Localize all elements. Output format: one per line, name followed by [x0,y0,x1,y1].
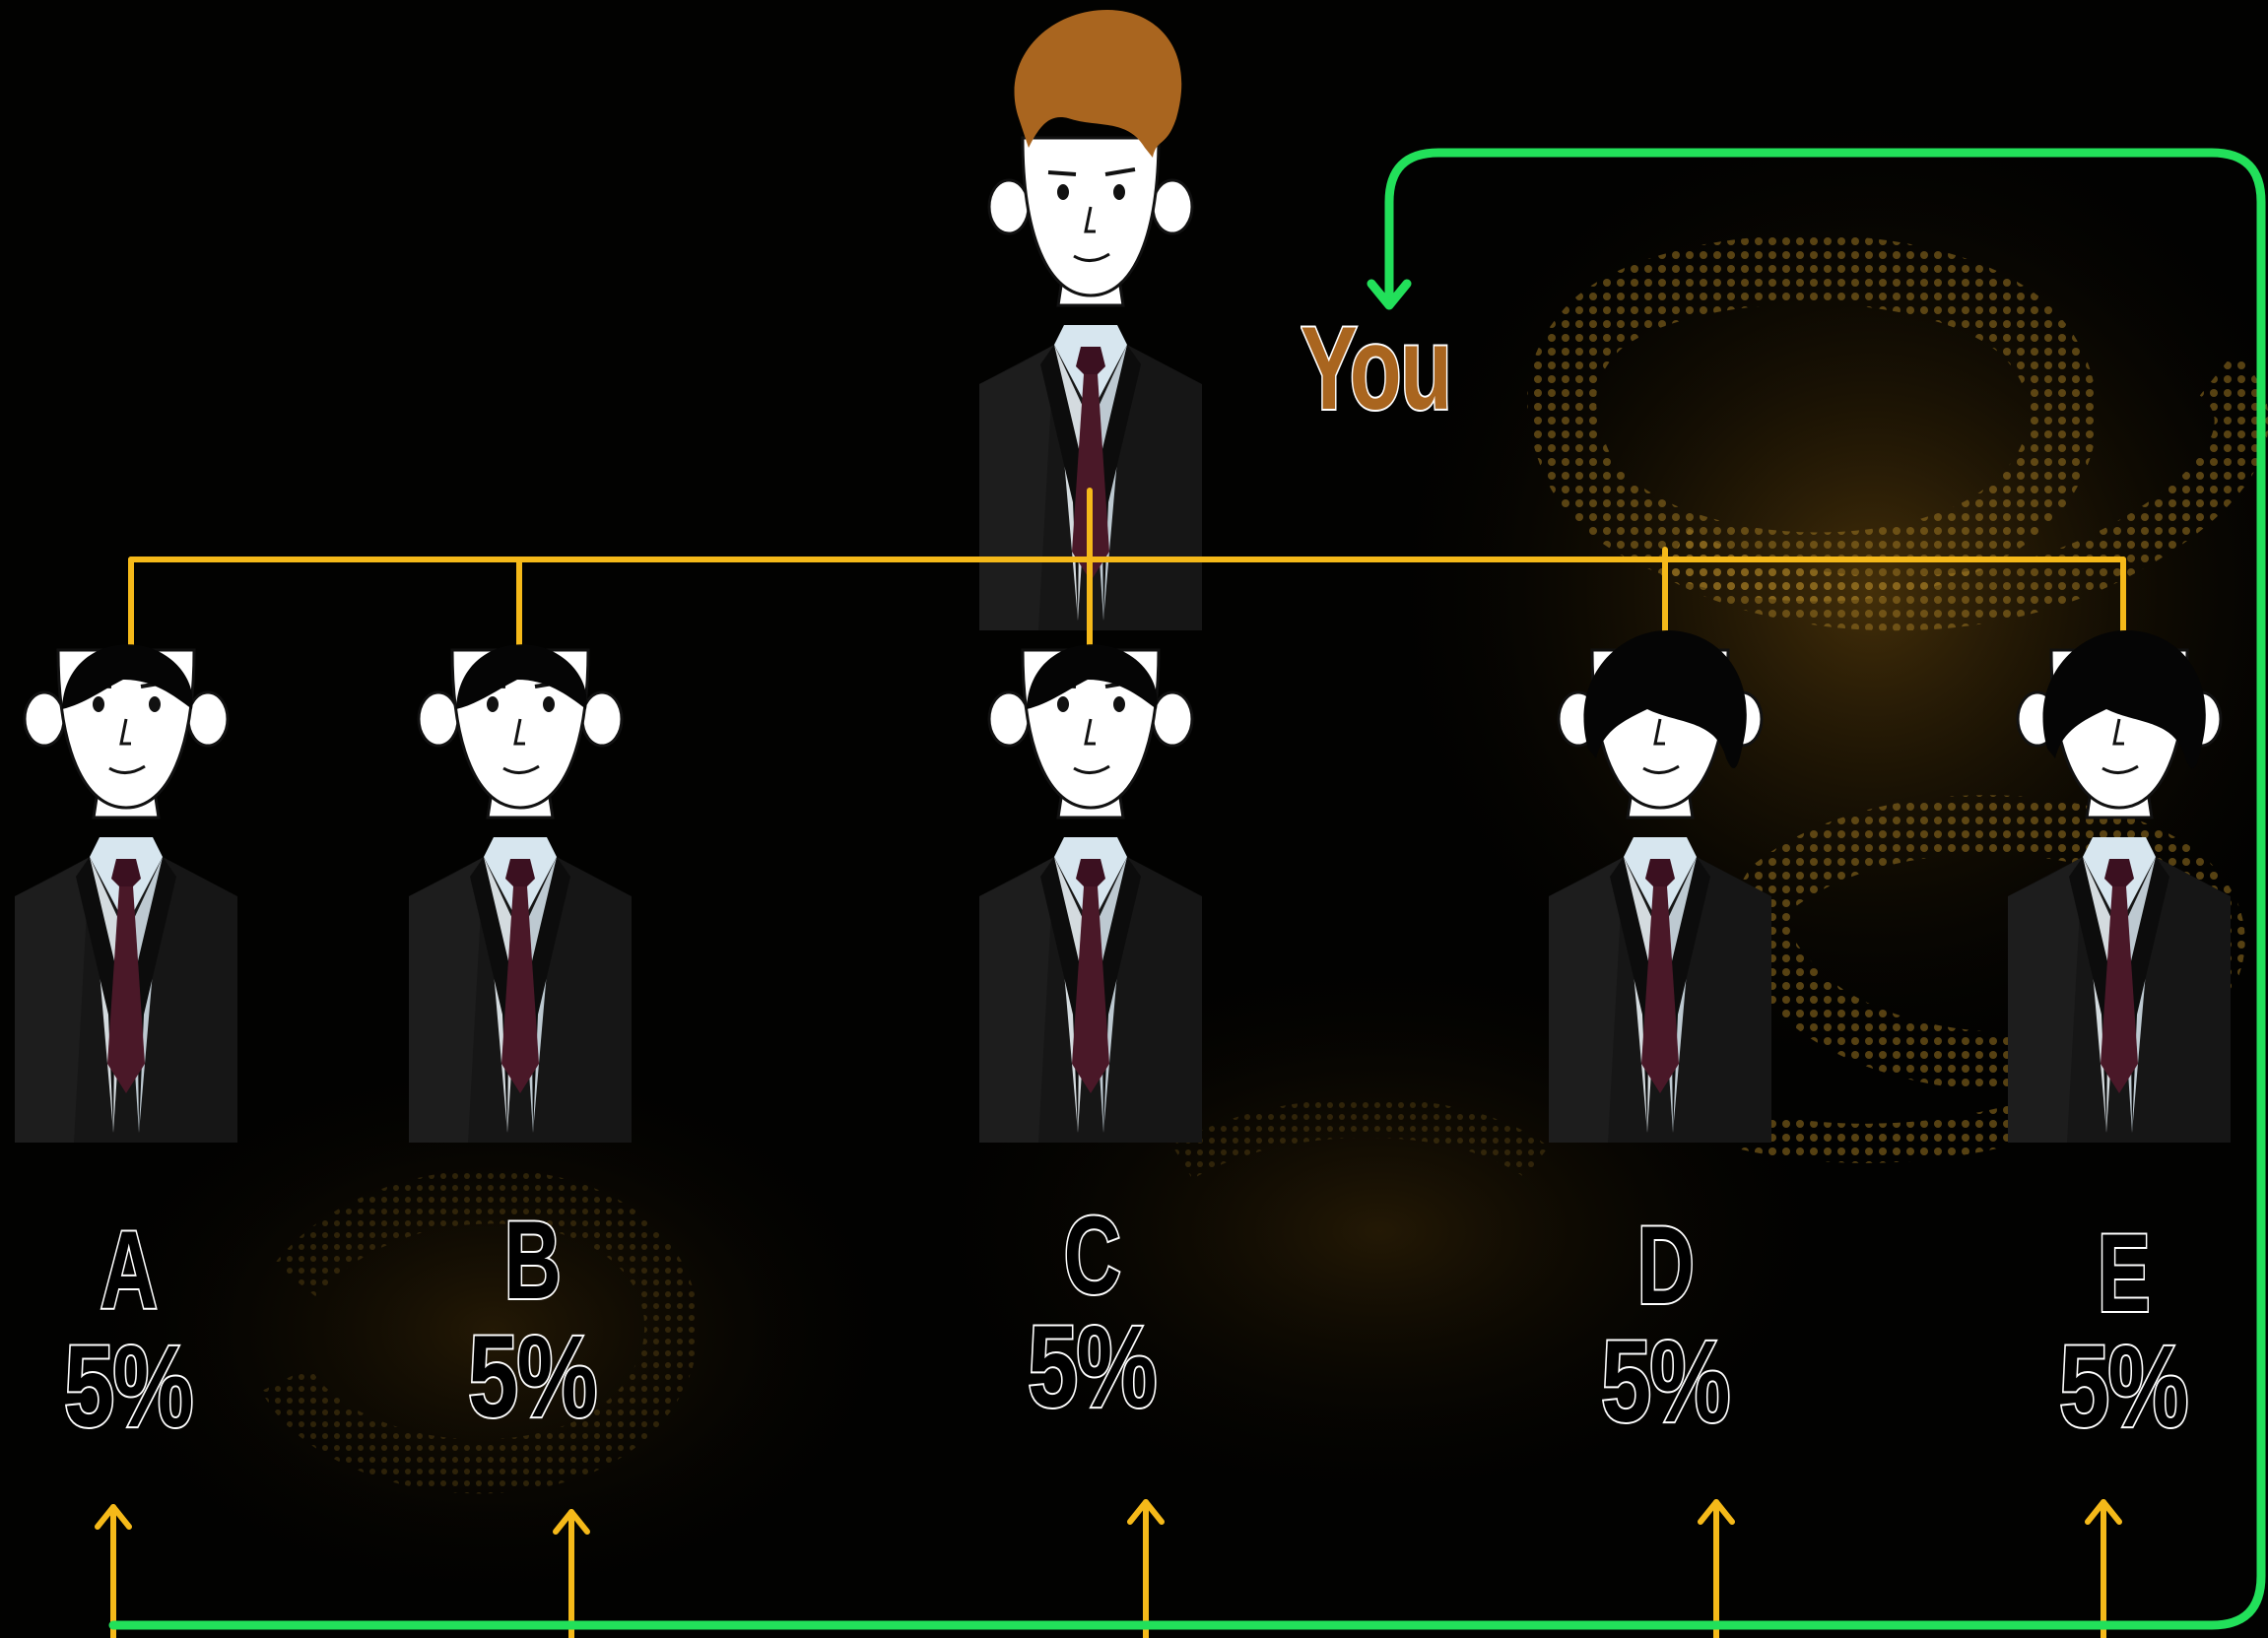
member-letter-e: E [2096,1210,2152,1337]
arrow-up-icon [1127,1499,1165,1638]
arrow-up-icon [1698,1499,1735,1638]
member-letter-b: B [502,1197,563,1324]
black-hair-icon [62,644,193,709]
member-percent-e: 5% [2057,1320,2190,1454]
member-percent-c: 5% [1026,1300,1159,1434]
businessman-avatar-icon [15,644,237,1143]
member-percent-d: 5% [1599,1315,1732,1449]
member-letter-c: C [1062,1192,1122,1319]
member-percent-a: 5% [62,1320,195,1454]
you-label: You [1300,300,1454,436]
black-hair-icon [2042,630,2206,768]
member-percent-b: 5% [466,1310,599,1444]
black-hair-icon [1583,630,1747,768]
businessman-avatar-icon [2008,630,2231,1143]
arrow-up-icon [95,1504,132,1638]
black-hair-icon [456,644,587,709]
green-return-arrow [108,148,2266,1630]
arrow-up-icon [2085,1499,2122,1638]
top-person-avatar [979,10,1202,630]
businessman-avatar-icon [1549,630,1771,1143]
member-avatars [15,630,2231,1143]
member-letter-d: D [1635,1202,1696,1329]
black-hair-icon [1027,644,1158,709]
businessman-avatar-icon [409,644,632,1143]
arrow-up-icon [553,1509,590,1638]
member-letter-a: A [99,1207,159,1334]
brown-hair-icon [1014,10,1182,158]
arrow-down-icon [1367,279,1412,310]
businessman-avatar-icon [979,644,1202,1143]
